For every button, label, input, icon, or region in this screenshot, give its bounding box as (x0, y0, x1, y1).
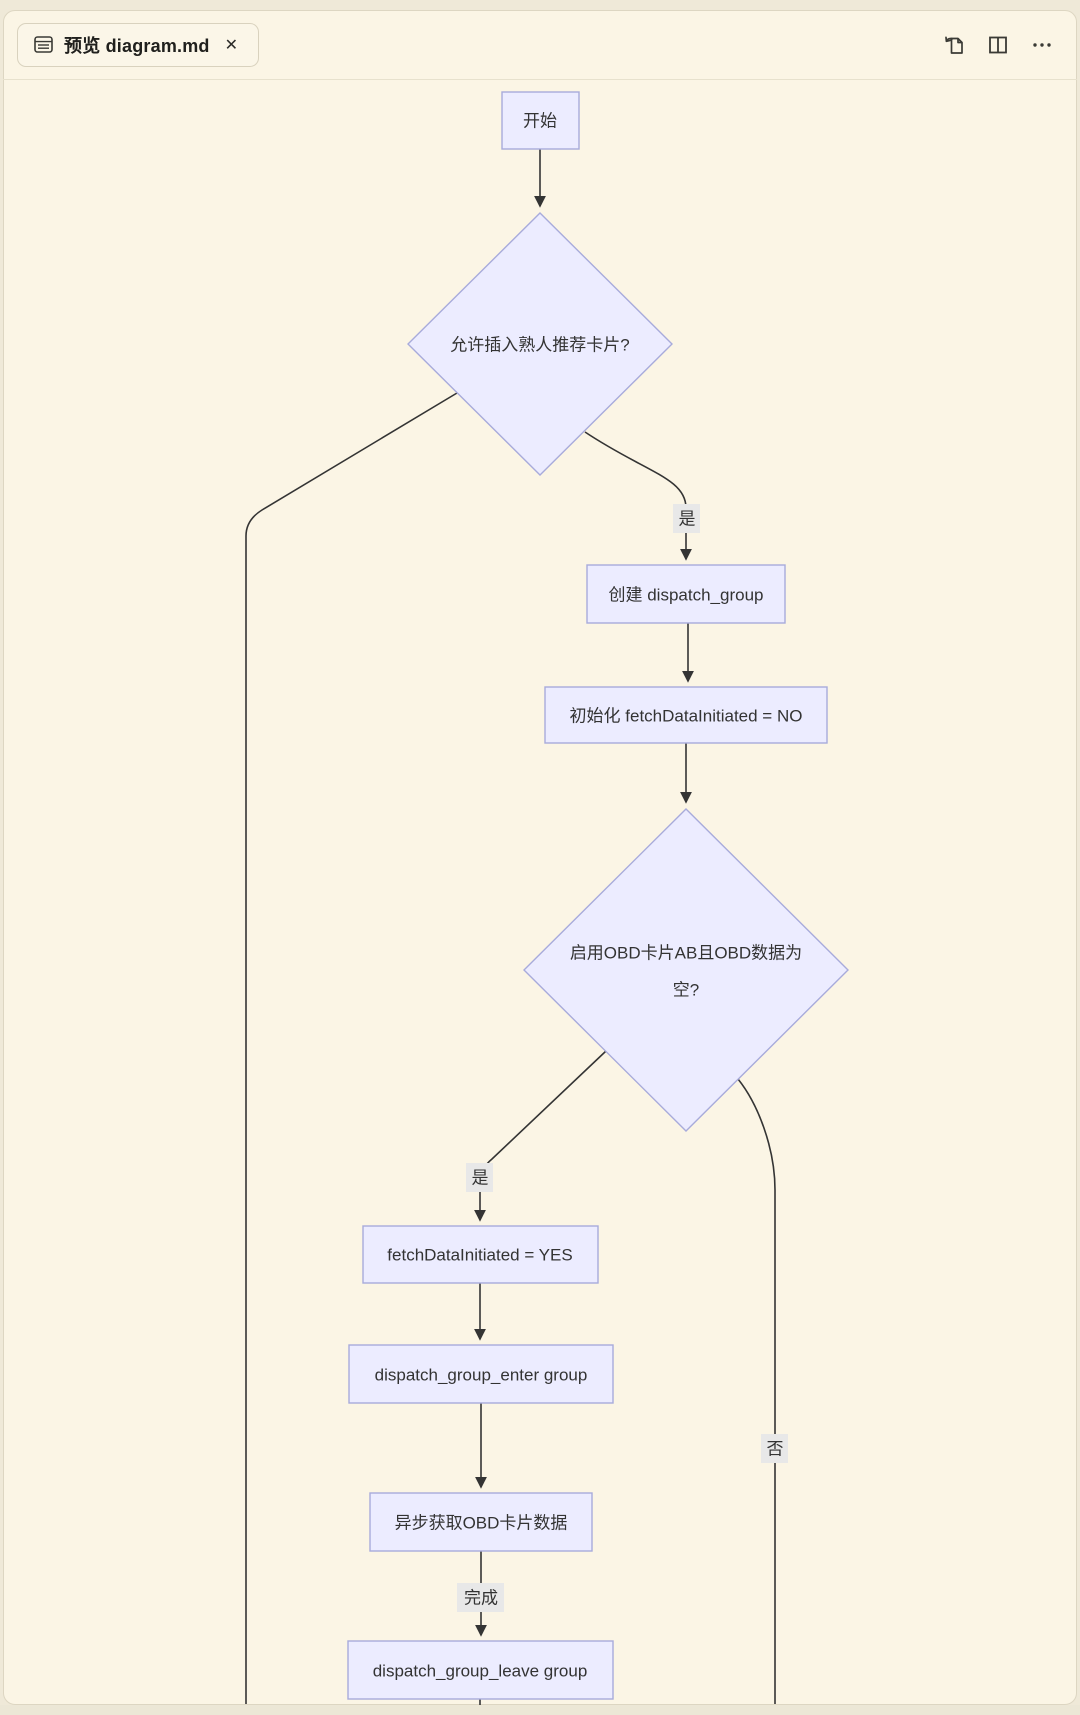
svg-text:启用OBD卡片AB且OBD数据为: 启用OBD卡片AB且OBD数据为 (570, 944, 802, 963)
node-decision1: 允许插入熟人推荐卡片? (407, 212, 673, 476)
panel-bottom-strip (0, 1705, 1080, 1715)
svg-text:fetchDataInitiated = YES: fetchDataInitiated = YES (387, 1246, 572, 1265)
svg-text:完成: 完成 (464, 1589, 498, 1608)
edge-decision2-yes (474, 1050, 607, 1222)
tab-close-icon[interactable]: ✕ (224, 36, 239, 54)
node-create-group: 创建 dispatch_group (586, 564, 786, 624)
svg-text:否: 否 (767, 1440, 784, 1459)
edge-decision1-yes (584, 431, 692, 561)
svg-text:异步获取OBD卡片数据: 异步获取OBD卡片数据 (395, 1514, 568, 1533)
edge-label-no: 否 (761, 1434, 788, 1463)
node-start: 开始 (501, 91, 580, 150)
edge-label-yes2: 是 (466, 1163, 493, 1192)
node-enter-group: dispatch_group_enter group (348, 1344, 614, 1404)
tab-title: 预览 diagram.md (64, 35, 210, 56)
svg-text:是: 是 (679, 510, 696, 529)
svg-text:是: 是 (472, 1169, 489, 1188)
node-decision2: 启用OBD卡片AB且OBD数据为 空? (523, 808, 849, 1132)
split-editor-icon[interactable] (981, 28, 1015, 62)
edge-label-yes1: 是 (673, 504, 700, 533)
edge-label-done: 完成 (457, 1583, 504, 1612)
svg-text:空?: 空? (673, 981, 699, 1000)
edge-decision1-no-bypass (245, 392, 458, 1704)
edge-decision2-no-bypass (737, 1078, 776, 1704)
editor-tab-bar: 预览 diagram.md ✕ (3, 10, 1077, 80)
svg-text:初始化 fetchDataInitiated = NO: 初始化 fetchDataInitiated = NO (570, 707, 803, 726)
svg-text:开始: 开始 (523, 112, 557, 131)
svg-text:允许插入熟人推荐卡片?: 允许插入熟人推荐卡片? (450, 335, 629, 355)
node-async-fetch: 异步获取OBD卡片数据 (369, 1492, 593, 1552)
node-leave-group: dispatch_group_leave group (347, 1640, 614, 1700)
svg-text:创建 dispatch_group: 创建 dispatch_group (609, 586, 764, 605)
markdown-preview-icon (34, 36, 53, 53)
tab-preview-diagram[interactable]: 预览 diagram.md ✕ (17, 22, 260, 67)
editor-toolbar (937, 28, 1059, 62)
more-actions-icon[interactable] (1025, 28, 1059, 62)
node-set-flag: fetchDataInitiated = YES (362, 1225, 599, 1284)
svg-text:dispatch_group_enter group: dispatch_group_enter group (375, 1366, 588, 1385)
node-init-flag: 初始化 fetchDataInitiated = NO (544, 686, 828, 744)
svg-text:dispatch_group_leave group: dispatch_group_leave group (373, 1662, 588, 1681)
open-changes-icon[interactable] (937, 28, 971, 62)
